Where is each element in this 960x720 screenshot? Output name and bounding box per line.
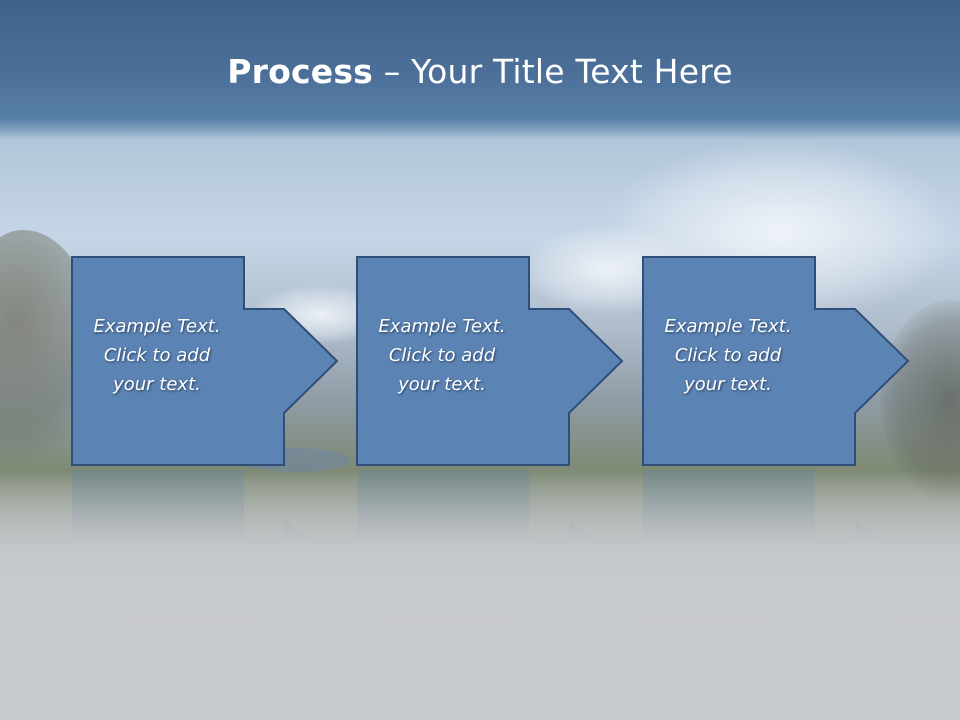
slide-title[interactable]: Process – Your Title Text Here <box>0 52 960 91</box>
step-text-line: Click to add <box>103 345 211 366</box>
step-text: Example Text. Click to add your text. <box>71 312 243 399</box>
step-text: Example Text. Click to add your text. <box>642 312 814 399</box>
step-reflection <box>642 470 912 540</box>
process-step-2[interactable]: Example Text. Click to add your text. <box>356 256 626 468</box>
step-text-line: Click to add <box>388 345 496 366</box>
step-text-line: Example Text. <box>664 316 792 337</box>
step-text-line: Example Text. <box>378 316 506 337</box>
title-band <box>0 0 960 140</box>
step-text-line: your text. <box>398 374 486 395</box>
step-reflection <box>71 470 341 540</box>
title-bold-part: Process <box>227 52 374 91</box>
step-arrow-shape <box>356 256 624 466</box>
step-text-line: Example Text. <box>93 316 221 337</box>
step-text-line: your text. <box>113 374 201 395</box>
step-arrow-shape <box>642 256 910 466</box>
step-arrow-shape <box>71 256 339 466</box>
step-text-line: Click to add <box>674 345 782 366</box>
process-step-1[interactable]: Example Text. Click to add your text. <box>71 256 341 468</box>
step-text: Example Text. Click to add your text. <box>356 312 528 399</box>
step-reflection <box>356 470 626 540</box>
step-text-line: your text. <box>684 374 772 395</box>
process-step-3[interactable]: Example Text. Click to add your text. <box>642 256 912 468</box>
title-rest-part: – Your Title Text Here <box>373 52 733 91</box>
